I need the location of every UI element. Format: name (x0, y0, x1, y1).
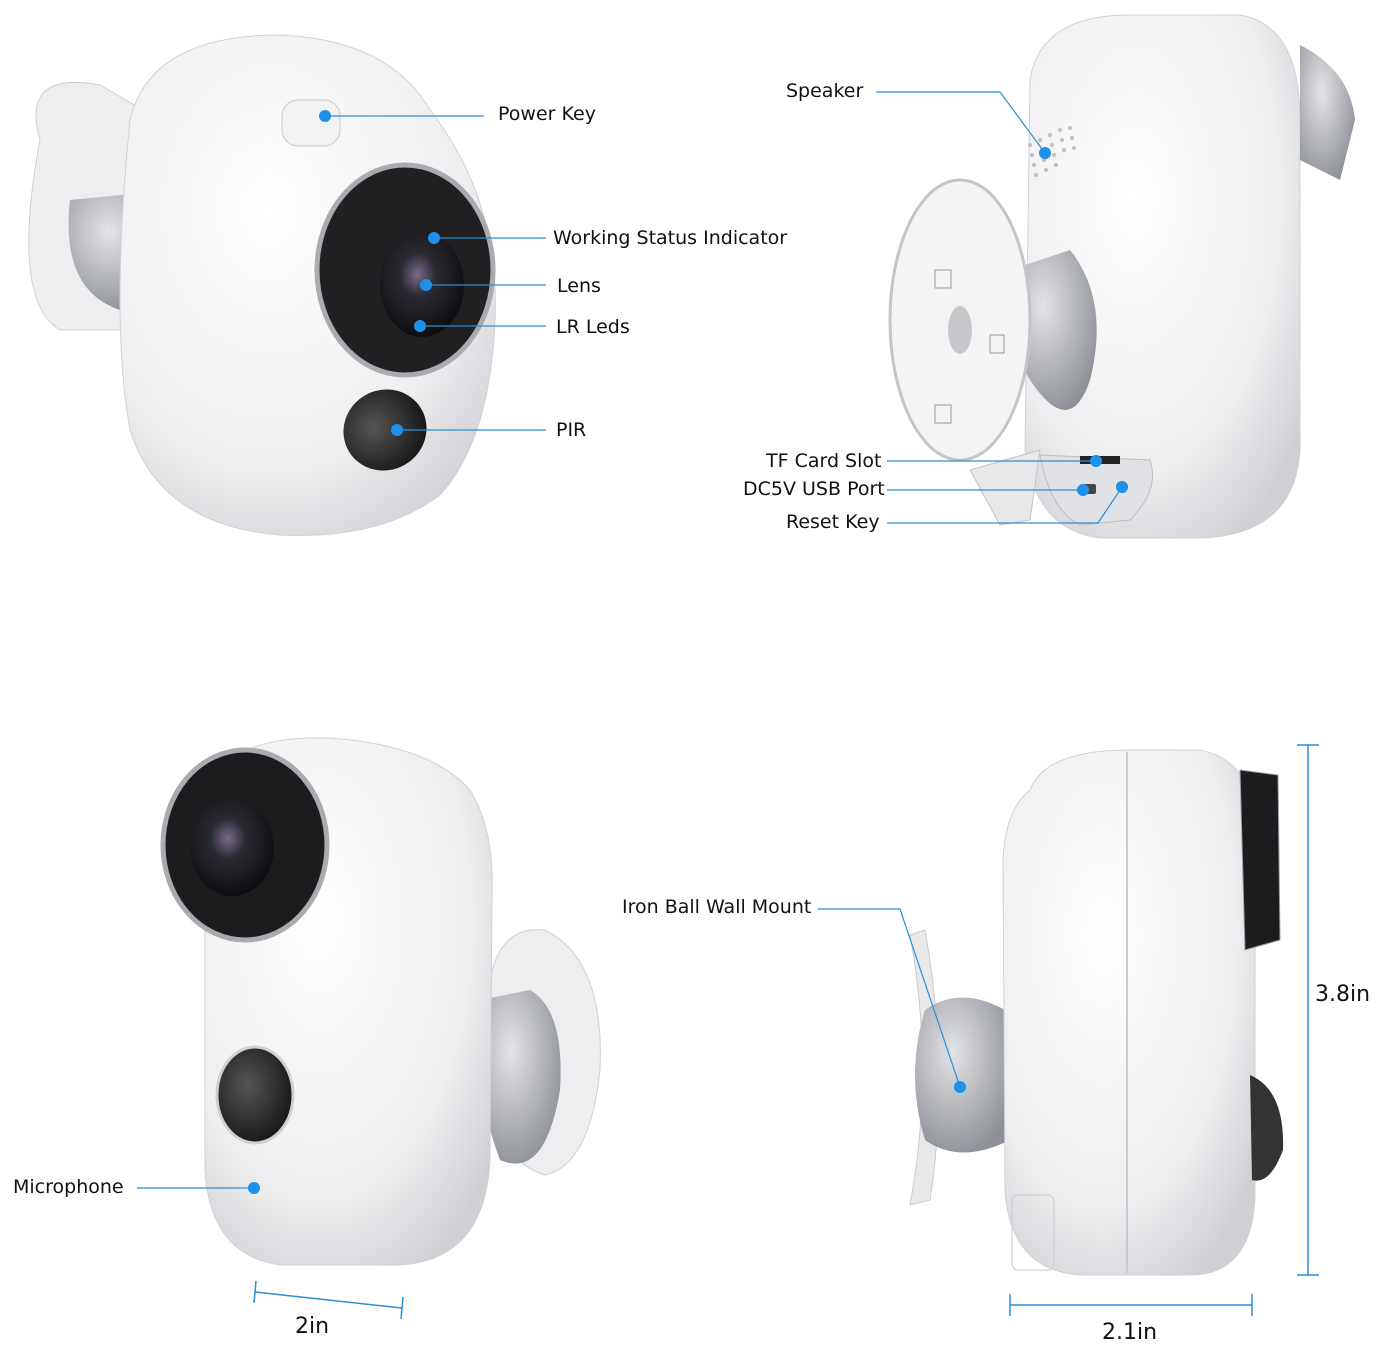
camera-front-straight-view (160, 737, 601, 1266)
mount-clip-3 (989, 334, 1005, 354)
dot-reset-key (1116, 481, 1128, 493)
camera-body-side (1002, 749, 1256, 1276)
camera-back-view (888, 14, 1355, 539)
mount-clip-1 (934, 269, 952, 289)
label-lens: Lens (557, 275, 601, 297)
mount-ball-side (915, 997, 1010, 1153)
label-microphone: Microphone (13, 1176, 124, 1198)
leader-reset-key (887, 486, 1123, 524)
dim-width-tick-left (253, 1280, 257, 1304)
lens-glass-2 (190, 800, 274, 896)
label-usb-port: DC5V USB Port (743, 478, 885, 500)
mount-keyhole (948, 306, 972, 354)
mount-ball-2 (477, 990, 561, 1164)
label-speaker: Speaker (786, 80, 864, 102)
dot-usb-port (1077, 484, 1089, 496)
dot-working-status (428, 232, 440, 244)
dim-width-tick-right (400, 1296, 404, 1320)
lens-side (1239, 769, 1281, 951)
dot-lens (420, 279, 432, 291)
label-pir: PIR (556, 419, 587, 441)
camera-lens-edge (1300, 45, 1355, 180)
dim-width-label: 2in (295, 1314, 330, 1339)
label-tf-card: TF Card Slot (766, 450, 882, 472)
camera-front-view (28, 34, 496, 536)
label-iron-ball: Iron Ball Wall Mount (622, 896, 812, 918)
dimension-lines (253, 744, 1319, 1320)
dot-tf-card (1090, 455, 1102, 467)
port-panel (1039, 454, 1153, 526)
dim-height-label: 3.8in (1315, 982, 1371, 1007)
dot-lr-leds (414, 320, 426, 332)
dot-power-key (319, 110, 331, 122)
dot-speaker (1039, 147, 1051, 159)
camera-side-view (909, 749, 1284, 1276)
mount-clip-2 (934, 404, 952, 424)
dot-microphone (248, 1182, 260, 1194)
dot-iron-ball (954, 1081, 966, 1093)
pir-sensor-2 (215, 1045, 295, 1145)
pir-side (1250, 1075, 1284, 1181)
side-port-cover (1011, 1194, 1055, 1271)
dim-width-line (254, 1291, 403, 1309)
callouts (137, 91, 1123, 1189)
dot-pir (391, 424, 403, 436)
camera-body-back (1024, 14, 1301, 539)
label-lr-leds: LR Leds (556, 316, 630, 338)
leader-speaker (876, 91, 1046, 154)
label-working-status: Working Status Indicator (553, 227, 788, 249)
pir-sensor (343, 389, 427, 471)
label-power-key: Power Key (498, 103, 596, 125)
leader-iron-ball (818, 908, 961, 1088)
port-cover-flap (969, 449, 1041, 526)
power-key-button[interactable] (281, 99, 341, 147)
dim-depth-label: 2.1in (1102, 1320, 1158, 1345)
label-reset-key: Reset Key (786, 511, 880, 533)
callout-dots (248, 110, 1128, 1194)
